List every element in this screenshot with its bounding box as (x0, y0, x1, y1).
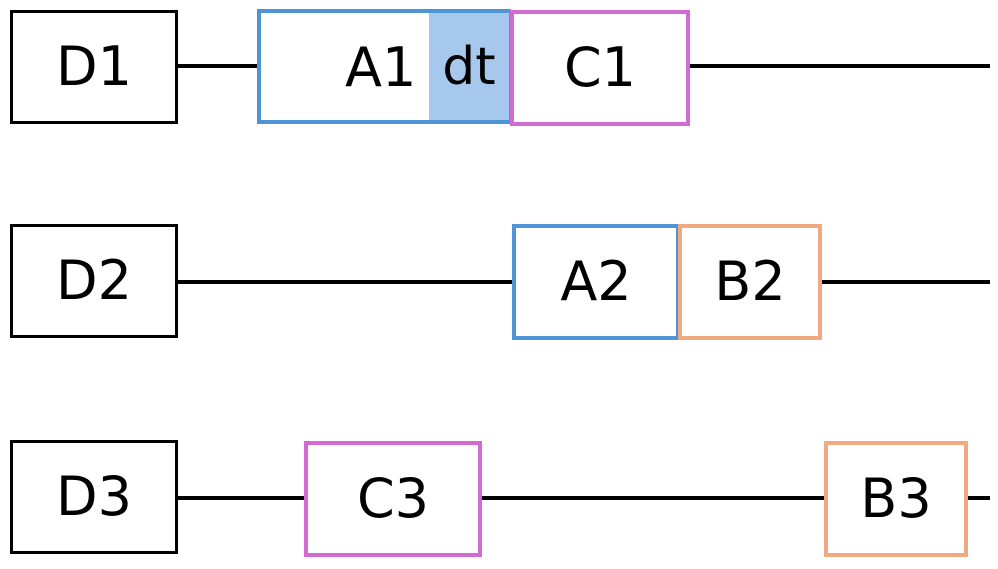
row2-d-box: D2 (10, 224, 178, 338)
row3-c-box: C3 (304, 441, 482, 557)
row1-dt-label: dt (442, 36, 496, 97)
row2-b-label: B2 (714, 250, 786, 313)
row1-dt-region: dt (429, 13, 509, 120)
row2-line-right (820, 280, 990, 284)
row2-b-box: B2 (678, 224, 822, 340)
row1-d-label: D1 (56, 35, 132, 98)
row1-line-left (176, 64, 258, 68)
row1-c-box: C1 (510, 10, 690, 126)
row2-a-box: A2 (512, 224, 680, 340)
row2-d-label: D2 (56, 249, 132, 312)
row1-c-label: C1 (563, 36, 637, 99)
row3-line-mid (480, 496, 826, 500)
row1-a-box: dt A1 (257, 9, 511, 124)
row2-line-left (176, 280, 514, 284)
row3-line-right (966, 496, 990, 500)
row2-a-label: A2 (560, 250, 632, 313)
row3-line-left (176, 496, 306, 500)
row3-d-label: D3 (56, 465, 132, 528)
row3-d-box: D3 (10, 440, 178, 554)
row3-c-label: C3 (356, 467, 430, 530)
row1-a-label: A1 (345, 36, 417, 99)
row3-b-box: B3 (824, 441, 968, 557)
row1-d-box: D1 (10, 10, 178, 124)
row3-b-label: B3 (860, 467, 932, 530)
row1-line-right (690, 64, 990, 68)
